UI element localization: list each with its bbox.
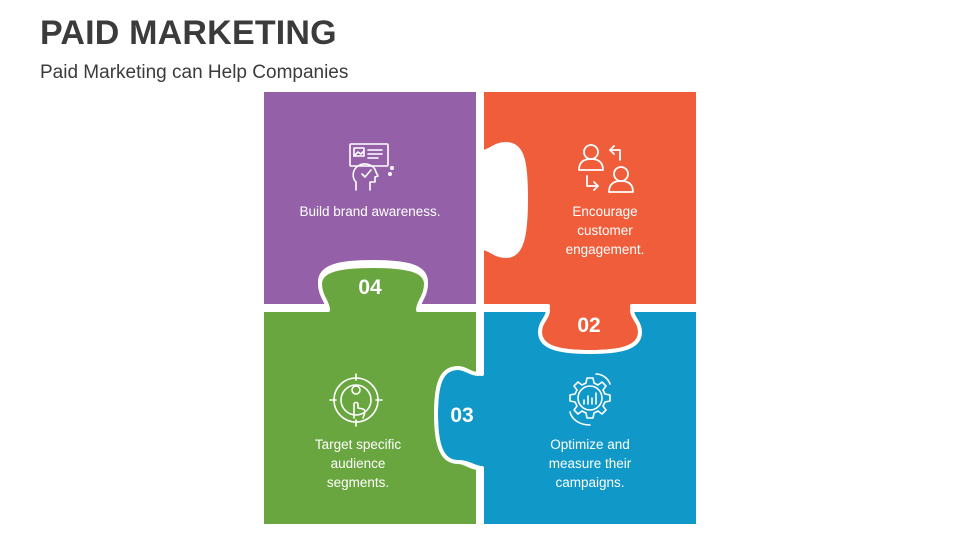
piece-text-01: Build brand awareness. (299, 204, 441, 219)
piece-text-03: Optimize and measure their campaigns. (548, 437, 632, 490)
campaign-optimization-icon (569, 373, 611, 426)
piece-text-04: Target specific audience segments. (314, 437, 402, 490)
step-number-03: 03 (450, 404, 474, 427)
piece-text-02: Encourage customer engagement. (565, 204, 645, 257)
step-number-04: 04 (358, 276, 382, 299)
step-number-02: 02 (577, 314, 601, 337)
slide-title: PAID MARKETING (40, 14, 337, 52)
brand-awareness-icon (349, 143, 394, 191)
slide-subtitle: Paid Marketing can Help Companies (40, 62, 349, 83)
customer-engagement-icon (578, 144, 634, 193)
step-number-01: 01 (485, 185, 509, 208)
audience-targeting-icon (329, 373, 383, 427)
